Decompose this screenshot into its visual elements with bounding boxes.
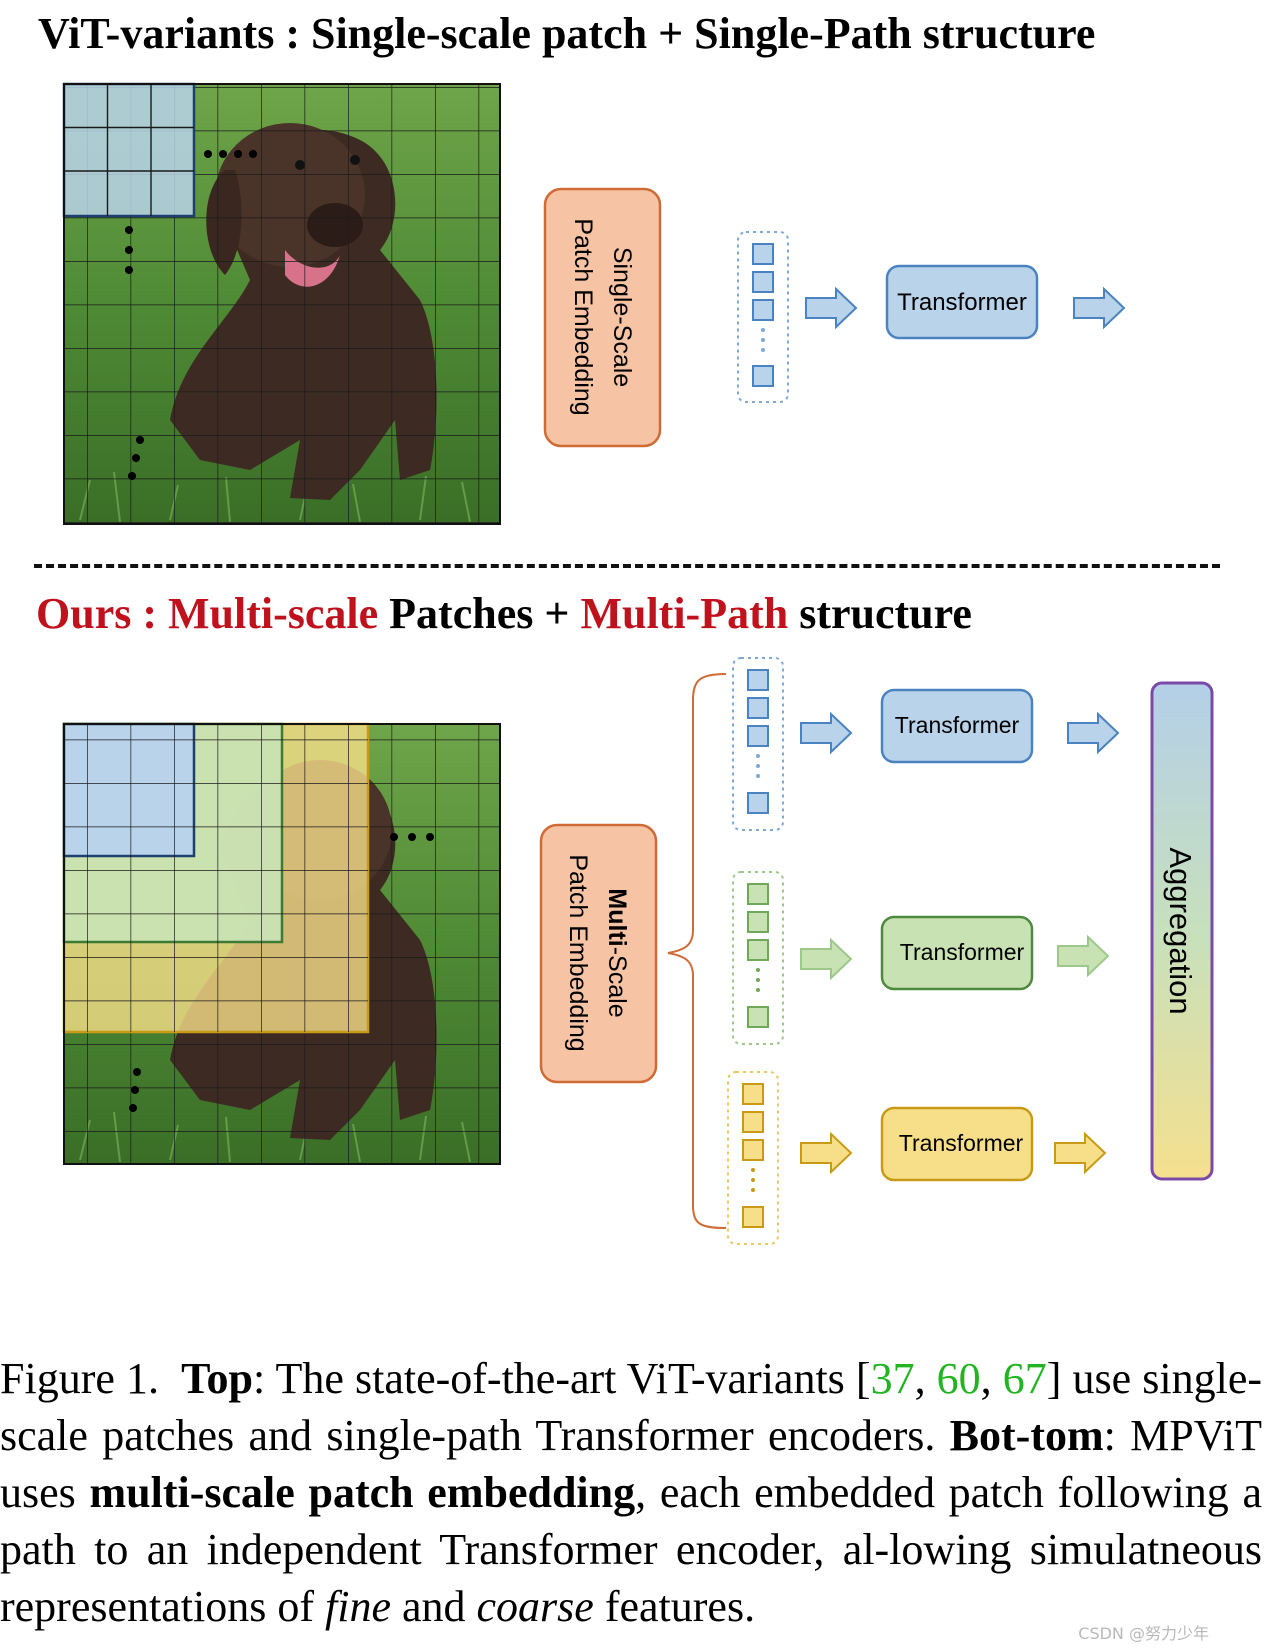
yellow-token-column xyxy=(727,1071,779,1245)
top-embedding-label-2: Patch Embedding xyxy=(569,218,597,415)
top-token-column xyxy=(737,231,789,403)
caption-fine: fine xyxy=(325,1582,391,1631)
caption-fig: Figure 1. xyxy=(0,1354,159,1403)
blue-token-column xyxy=(732,657,784,831)
caption-bottom-label: Bot-tom xyxy=(949,1411,1104,1460)
bottom-ellipsis-dots xyxy=(129,833,434,1112)
bottom-embedding-box xyxy=(539,823,658,1084)
green-arrow-2 xyxy=(1057,934,1110,978)
green-transformer-label: Transformer xyxy=(900,939,1025,965)
bottom-embedding-rest: -Scale xyxy=(603,947,631,1018)
green-token-column xyxy=(732,871,784,1045)
blue-arrow-2 xyxy=(1067,711,1120,755)
architecture-diagram: Single-Scale Patch Embedding Transformer… xyxy=(62,82,1214,1245)
aggregation-label: Aggregation xyxy=(1163,847,1198,1014)
caption-coarse: coarse xyxy=(476,1582,594,1631)
caption-text-4: , each embedded patch following a path t… xyxy=(0,1468,1262,1631)
top-title: ViT-variants : Single-scale patch + Sing… xyxy=(38,9,1096,58)
bottom-title-multipath: Multi-Path xyxy=(580,589,789,638)
caption-text-1: : The state-of-the-art ViT-variants [ xyxy=(252,1354,871,1403)
top-single-scale-patch xyxy=(62,82,196,218)
blue-arrow-1 xyxy=(800,711,853,755)
bottom-title: Ours : Multi-scale Patches + Multi-Path … xyxy=(36,592,972,636)
top-arrow-1 xyxy=(805,286,858,330)
yellow-transformer-label: Transformer xyxy=(899,1130,1024,1156)
citation-link-60[interactable]: 60 xyxy=(936,1354,981,1403)
caption-text-6: features. xyxy=(593,1582,756,1631)
top-ellipsis-dots xyxy=(125,150,257,480)
top-embedding-box xyxy=(543,187,662,448)
citation-link-37[interactable]: 37 xyxy=(870,1354,915,1403)
caption-text-3: : MPViT uses xyxy=(0,1411,1262,1517)
caption-text-2: ] use single-scale patches and single-pa… xyxy=(0,1354,1262,1460)
caption-sep-2: , xyxy=(980,1354,1003,1403)
bottom-embedding-label-1: Multi-Scale xyxy=(603,888,631,1017)
dashed-separator xyxy=(34,564,1220,568)
blue-transformer-label: Transformer xyxy=(895,712,1020,738)
yellow-arrow-1 xyxy=(800,1131,853,1175)
top-embedding-label-1: Single-Scale xyxy=(608,247,636,387)
bottom-title-patches: Patches + xyxy=(378,589,581,638)
top-arrow-2 xyxy=(1073,286,1126,330)
bottom-title-ours: Ours : Multi-scale xyxy=(36,589,379,638)
bottom-embedding-bold: Multi xyxy=(603,888,631,946)
caption-bold-phrase: multi-scale patch embedding xyxy=(89,1468,636,1517)
blue-transformer-box xyxy=(880,688,1034,764)
caption-sep-1: , xyxy=(914,1354,937,1403)
top-transformer-label: Transformer xyxy=(897,289,1027,316)
yellow-arrow-2 xyxy=(1054,1131,1107,1175)
bottom-title-structure: structure xyxy=(788,589,972,638)
watermark: CSDN @努力少年 xyxy=(1078,1624,1209,1643)
figure-caption: Figure 1. Top: The state-of-the-art ViT-… xyxy=(0,1350,1262,1635)
aggregation-box xyxy=(1150,681,1214,1181)
yellow-transformer-box xyxy=(880,1106,1034,1182)
branch-brace xyxy=(667,673,727,1229)
caption-text-5: and xyxy=(390,1582,477,1631)
caption-top-label: Top xyxy=(181,1354,253,1403)
green-transformer-box xyxy=(880,915,1034,991)
citation-link-67[interactable]: 67 xyxy=(1002,1354,1047,1403)
green-arrow-1 xyxy=(800,937,853,981)
bottom-embedding-label-2: Patch Embedding xyxy=(564,854,592,1051)
top-transformer-box xyxy=(885,264,1039,340)
